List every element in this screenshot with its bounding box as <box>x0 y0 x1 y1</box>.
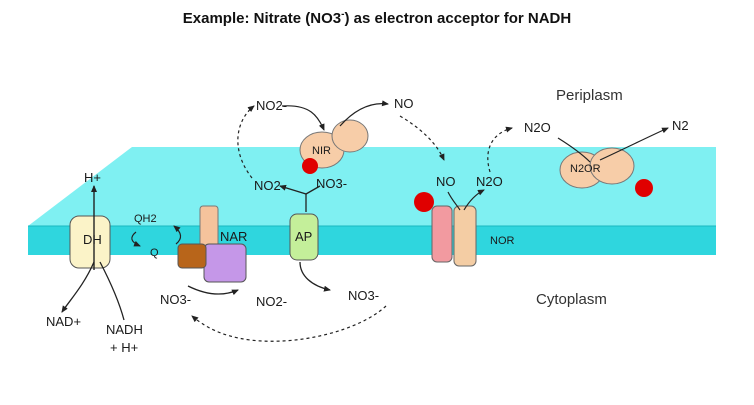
title-suffix: ) as electron acceptor for NADH <box>344 10 572 27</box>
ap-nitrate-in-line <box>305 185 321 195</box>
nar-protein: NAR <box>177 205 247 283</box>
no2-peri-label: NO2 <box>254 178 281 193</box>
dh-label: DH <box>83 232 102 247</box>
n2o-mid-label: N2O <box>476 174 503 189</box>
membrane <box>28 147 716 255</box>
periplasm-label: Periplasm <box>556 87 623 104</box>
nadh-line <box>99 261 125 321</box>
nor-protein: NOR <box>414 192 515 267</box>
no2-top-label: NO2- <box>256 98 287 113</box>
ap-nitrate-arrow <box>299 261 331 292</box>
no3-peri-label: NO3- <box>316 176 347 191</box>
n2o-to-n2or-dashed <box>487 126 513 173</box>
no3-cyto-left-label: NO3- <box>160 292 191 307</box>
no-mid-label: NO <box>436 174 456 189</box>
nad-plus-label: NAD+ <box>46 314 81 329</box>
ap-protein: AP <box>289 213 319 261</box>
dh-protein: DH <box>69 215 111 269</box>
no-top-label: NO <box>394 96 414 111</box>
membrane-front-face <box>28 226 716 255</box>
nor-label: NOR <box>490 235 515 247</box>
nadh-label: NADH <box>106 322 143 337</box>
membrane-top-face <box>28 147 716 226</box>
title-prefix: Example: Nitrate (NO3 <box>182 10 342 27</box>
nir-protein: NIR <box>299 119 369 174</box>
nir-label: NIR <box>312 145 331 157</box>
qh2-label: QH2 <box>134 213 157 225</box>
n2or-label: N2OR <box>570 163 601 175</box>
no-out-of-nir-arrow <box>339 100 389 127</box>
nitrite-into-nir-arrow <box>281 105 325 131</box>
h-plus-top-label: H+ <box>84 170 101 185</box>
ap-label: AP <box>295 229 312 244</box>
diagram-title: Example: Nitrate (NO3-) as electron acce… <box>0 9 754 27</box>
n2-top-label: N2 <box>672 118 689 133</box>
title-superscript: - <box>341 9 345 20</box>
q-cycle-arrow-right <box>173 225 182 245</box>
n2or-protein: N2OR <box>559 147 653 197</box>
no3-cyto-right-label: NO3- <box>348 288 379 303</box>
n2o-out-of-nor-arrow <box>463 189 485 211</box>
no-into-nor-line <box>447 191 461 211</box>
nitrate-loop-arrow <box>191 305 387 342</box>
no-to-nor-dashed <box>399 115 445 161</box>
n2o-into-n2or-line <box>557 137 591 163</box>
nad-arrow <box>61 261 95 313</box>
nitrite-to-nir-dashed <box>237 105 255 179</box>
nitrate-reduction-arrow <box>187 285 239 296</box>
q-label: Q <box>150 247 159 259</box>
q-cycle-arrow-left <box>131 231 141 247</box>
cytoplasm-label: Cytoplasm <box>536 291 607 308</box>
no2-cyto-label: NO2- <box>256 294 287 309</box>
h-plus-bottom-label: + H+ <box>110 340 138 355</box>
n2o-top-label: N2O <box>524 120 551 135</box>
nar-label: NAR <box>220 229 247 244</box>
n2-out-of-n2or-arrow <box>599 127 669 161</box>
